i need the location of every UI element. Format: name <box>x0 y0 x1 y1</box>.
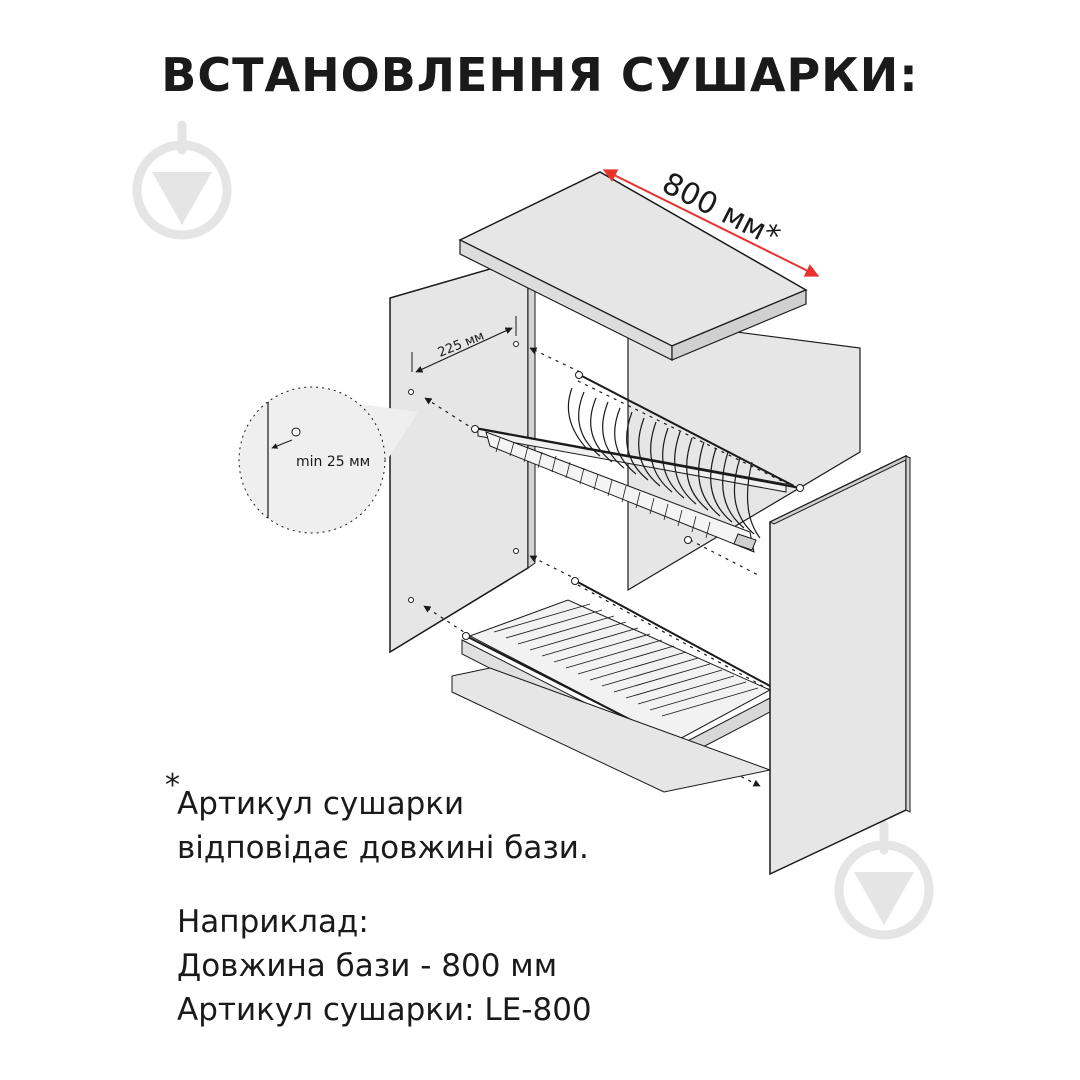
width-dimension-arrow <box>602 169 820 277</box>
example-line-1: Довжина бази - 800 мм <box>177 948 558 984</box>
left-side-panel <box>389 257 529 654</box>
example-line-2: Артикул сушарки: LE-800 <box>177 992 592 1028</box>
note-line-2: відповідає довжині бази. <box>177 830 589 866</box>
watermark-logo-icon <box>132 120 232 240</box>
note-line-1: Артикул сушарки <box>177 786 465 822</box>
watermark-logo-icon <box>834 820 934 940</box>
tray-rack <box>451 577 772 793</box>
right-side-panel <box>768 454 912 876</box>
svg-text:min 25 мм: min 25 мм <box>296 454 370 470</box>
mounting-holes <box>408 341 519 603</box>
plate-rack <box>471 371 804 553</box>
magnifier-callout: min 25 мм <box>238 386 418 534</box>
footnote-marker: * <box>165 768 180 803</box>
page-title: ВСТАНОВЛЕННЯ СУШАРКИ: <box>161 48 919 102</box>
example-label: Наприклад: <box>177 904 369 940</box>
